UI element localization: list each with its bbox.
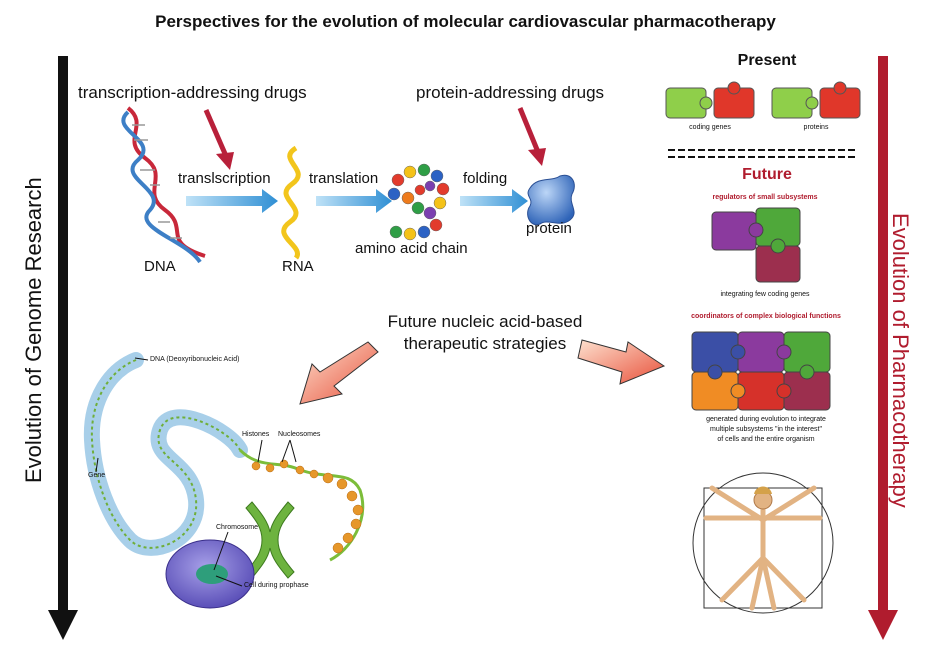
- protein-label: protein: [526, 220, 572, 237]
- amino-acid-chain-label: amino acid chain: [355, 240, 468, 257]
- gene-label: Gene: [88, 472, 106, 479]
- future-strategies-line1: Future nucleic acid-based: [387, 312, 583, 331]
- right-axis-label: Evolution of Pharmacotherapy: [888, 213, 913, 508]
- proteins-label: proteins: [803, 124, 829, 131]
- histones-label: Histones: [242, 431, 270, 438]
- right-axis-arrow: [868, 56, 898, 640]
- integrating-label: integrating few coding genes: [720, 291, 810, 298]
- coordinators-puzzle: [691, 331, 831, 411]
- dna-full-label: DNA (Deoxyribonucleic Acid): [150, 356, 240, 363]
- translation-step-label: translation: [309, 170, 379, 187]
- generated-label-line1: generated during evolution to integrate: [706, 416, 826, 423]
- regulators-puzzle: [711, 207, 801, 283]
- pipeline-arrows: [186, 189, 528, 213]
- rna-label: RNA: [282, 258, 314, 275]
- cell-prophase-label: Cell during prophase: [244, 582, 309, 589]
- rna-strand-icon: [281, 145, 301, 260]
- chromatin-illustration: [83, 352, 365, 609]
- drug-arrows: [203, 107, 546, 170]
- vitruvian-man-icon: [692, 472, 834, 614]
- chromosome-label: Chromosome: [216, 524, 259, 531]
- coding-genes-label: coding genes: [689, 124, 731, 131]
- dna-label: DNA: [144, 258, 176, 275]
- protein-icon: [527, 174, 575, 226]
- coordinators-label: coordinators of complex biological funct…: [691, 313, 841, 320]
- present-puzzle-pieces: [665, 81, 861, 119]
- future-heading: Future: [742, 166, 792, 183]
- folding-step-label: folding: [463, 170, 508, 187]
- dna-helix-icon: [121, 106, 206, 264]
- left-axis-label: Evolution of Genome Research: [21, 177, 46, 483]
- present-future-separator: [668, 149, 856, 158]
- page-title: Perspectives for the evolution of molecu…: [155, 12, 776, 31]
- left-axis-arrow: [48, 56, 78, 640]
- amino-acid-chain-icon: [387, 163, 450, 241]
- strategy-arrows: [299, 339, 666, 405]
- transcription-step-label: translscription: [178, 170, 271, 187]
- transcription-drugs-label: transcription-addressing drugs: [78, 83, 307, 102]
- generated-label-line2: multiple subsystems "in the interest": [710, 426, 822, 433]
- protein-drugs-label: protein-addressing drugs: [416, 83, 605, 102]
- present-heading: Present: [737, 52, 797, 69]
- future-strategies-line2: therapeutic strategies: [403, 334, 567, 353]
- regulators-label: regulators of small subsystems: [712, 194, 818, 201]
- generated-label-line3: of cells and the entire organism: [717, 436, 815, 443]
- nucleosomes-label: Nucleosomes: [278, 431, 321, 438]
